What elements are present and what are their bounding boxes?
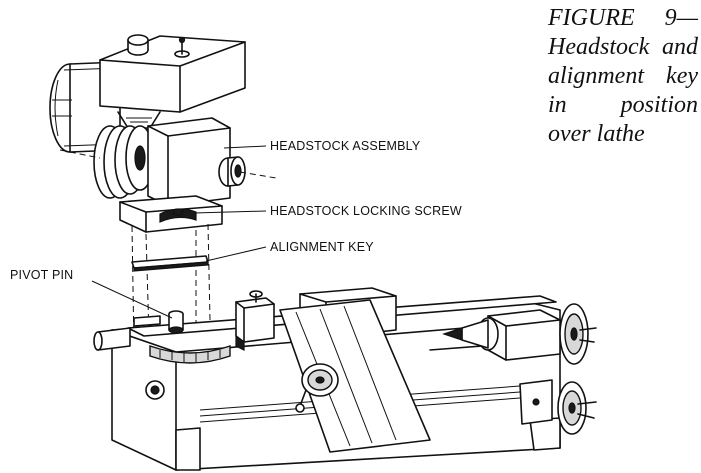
figure-caption: FIGURE 9—Headstock and alignment key in …	[548, 5, 698, 147]
lathe-bed-drawing	[93, 287, 597, 471]
label-headstock-assembly: HEADSTOCK ASSEMBLY	[270, 139, 421, 153]
label-pivot-pin: PIVOT PIN	[10, 268, 73, 282]
alignment-key-drawing	[131, 255, 209, 272]
leader-alignment-key	[205, 246, 267, 262]
leader-headstock-locking-screw	[193, 210, 267, 214]
leader-headstock-assembly	[223, 145, 267, 149]
label-headstock-locking-screw: HEADSTOCK LOCKING SCREW	[270, 204, 462, 218]
leader-pivot-pin	[91, 280, 173, 319]
label-alignment-key: ALIGNMENT KEY	[270, 240, 374, 254]
headstock-assembly-drawing	[49, 34, 277, 233]
